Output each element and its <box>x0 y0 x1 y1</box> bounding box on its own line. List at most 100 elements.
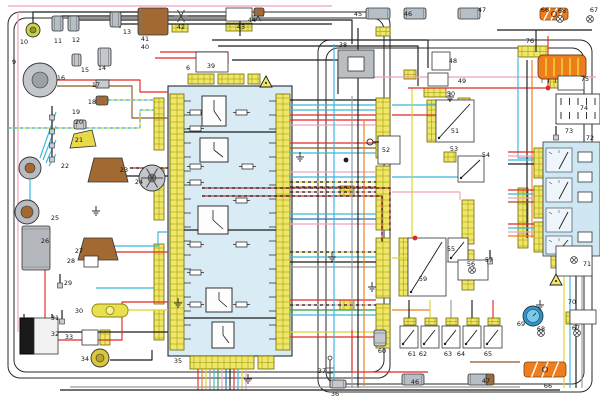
component-number: 40 <box>141 43 149 51</box>
component-number: 11 <box>54 37 62 45</box>
component-number: 69 <box>517 320 525 328</box>
component-number: 63 <box>444 350 452 358</box>
stripe <box>543 7 551 21</box>
component-box <box>95 79 110 89</box>
component-round-core <box>31 71 49 89</box>
component-cylinder <box>457 7 481 20</box>
component-number: 19 <box>72 108 80 116</box>
component-number: 21 <box>75 136 83 144</box>
battery-light <box>33 317 59 355</box>
component-number: 31 <box>51 314 59 322</box>
lamp-ray <box>538 330 544 336</box>
component-number: 68 <box>558 7 566 15</box>
component-poly <box>77 237 119 261</box>
component-number: 71 <box>583 260 591 268</box>
component-number: 73 <box>565 127 573 135</box>
component-number: 36 <box>331 390 339 398</box>
switch-pivot <box>464 342 468 346</box>
switch-lever <box>438 103 471 139</box>
relay-contact <box>222 334 230 344</box>
motor-mark <box>532 312 537 317</box>
component-number: 25 <box>51 214 59 222</box>
spark-plug-base <box>553 134 559 141</box>
component-cylinder <box>73 119 87 130</box>
wire-stripe <box>202 187 391 232</box>
switch-lever <box>410 241 443 293</box>
component-number: 50 <box>447 90 455 98</box>
component-number: 20 <box>75 118 83 126</box>
lamp-ray <box>574 330 580 336</box>
component-number: 41 <box>141 35 149 43</box>
fuse <box>189 163 202 170</box>
component-box <box>347 56 365 72</box>
warning-triangle-icon <box>259 75 273 88</box>
component-number: 23 <box>120 166 128 174</box>
component-number: 28 <box>67 257 75 265</box>
wire <box>57 85 168 119</box>
component-number: 35 <box>174 357 182 365</box>
fan-blade <box>177 9 185 23</box>
spark-plug-base <box>49 156 55 163</box>
component-box <box>577 171 593 183</box>
lamp-ray <box>469 267 475 273</box>
switch-pivot <box>437 136 441 140</box>
component-number: 43 <box>237 23 245 31</box>
component-number: 39 <box>207 62 215 70</box>
fan-blade <box>146 168 158 188</box>
component-number: 66 <box>541 6 549 14</box>
wire <box>517 58 534 159</box>
component-round-core <box>24 162 36 174</box>
component-number: 42 <box>177 23 185 31</box>
component-number: 10 <box>20 38 28 46</box>
spark-plug-base <box>59 318 65 325</box>
key-bow <box>366 138 374 146</box>
component-number: 65 <box>484 350 492 358</box>
switch-lever <box>444 329 457 345</box>
component-box <box>569 309 597 325</box>
striped-core <box>542 366 549 373</box>
component-number: 47 <box>482 377 490 385</box>
battery-dark <box>19 317 35 355</box>
component-number: 33 <box>65 333 73 341</box>
component-cylinder <box>95 95 109 106</box>
component-cylinder <box>137 7 169 36</box>
component-number: 17 <box>92 81 100 89</box>
junction-dot <box>343 157 349 163</box>
component-number: 53 <box>450 145 458 153</box>
junction-dot <box>412 235 418 241</box>
switch-pivot <box>485 342 489 346</box>
relay-contact <box>218 299 228 308</box>
component-number: 75 <box>581 75 589 83</box>
gauge-needle <box>558 181 569 200</box>
warning-dot <box>265 82 267 84</box>
component-number: 49 <box>458 77 466 85</box>
component-box <box>557 75 585 91</box>
component-box <box>225 7 253 22</box>
switch-pivot <box>422 342 426 346</box>
component-number: 14 <box>98 64 106 72</box>
spark-plug-base <box>49 128 55 135</box>
component-number: 45 <box>354 10 362 18</box>
component-number: 24 <box>135 178 143 186</box>
component-cylinder <box>365 7 391 20</box>
component-number: 51 <box>451 127 459 135</box>
lamp-ray <box>571 257 577 263</box>
component-cylinder <box>485 373 495 386</box>
component-number: 67 <box>590 6 598 14</box>
component-number: 37 <box>318 367 326 375</box>
component-box <box>427 72 449 87</box>
component-box <box>377 135 401 165</box>
switch-pivot <box>443 342 447 346</box>
component-cylinder <box>403 7 427 20</box>
component-number: 56 <box>467 260 475 268</box>
component-cylinder <box>401 373 425 386</box>
component-box <box>555 245 593 277</box>
switch-pivot <box>449 256 453 260</box>
wire <box>110 350 153 361</box>
component-cylinder <box>21 225 51 271</box>
switch-lever <box>486 329 499 345</box>
component-number: 74 <box>580 104 588 112</box>
fuse <box>189 125 202 132</box>
component-number: 46 <box>411 378 419 386</box>
